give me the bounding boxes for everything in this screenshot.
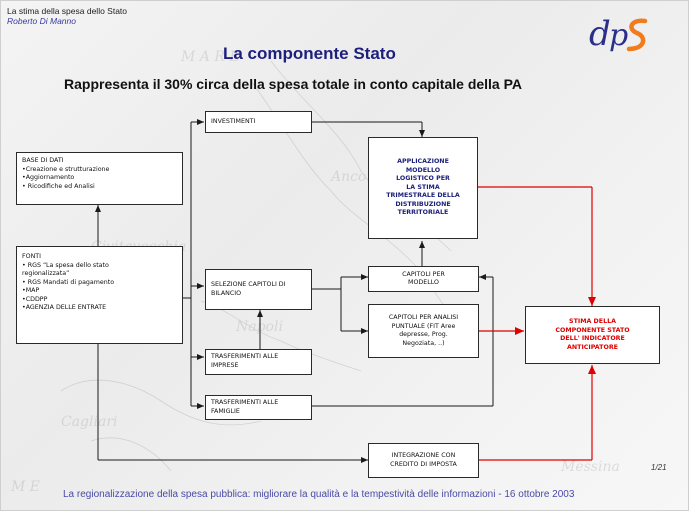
capitoli-modello-label: CAPITOLI PER (402, 270, 445, 278)
trasferimenti-imprese-label: IMPRESE (211, 361, 239, 369)
investimenti-label: INVESTIMENTI (211, 117, 256, 125)
fonti-item: •MAP (22, 287, 40, 294)
capitoli-modello-label: MODELLO (408, 279, 439, 286)
integrazione-credito-box: INTEGRAZIONE CON CREDITO DI IMPOSTA (368, 443, 479, 478)
fonti-item: • RGS Mandati di pagamento (22, 278, 115, 286)
integrazione-label: INTEGRAZIONE CON (391, 452, 456, 459)
svg-text:d: d (589, 15, 611, 54)
capitoli-per-modello-box: CAPITOLI PER MODELLO (368, 266, 479, 292)
svg-text:M A R E: M A R E (180, 49, 240, 65)
svg-text:p: p (609, 18, 628, 53)
page-number: 1/21 (651, 463, 667, 472)
fonti-title: FONTI (22, 253, 41, 260)
selezione-capitoli-box: SELEZIONE CAPITOLI DI BILANCIO (205, 269, 312, 310)
stima-label: COMPONENTE STATO (555, 326, 630, 334)
applicazione-label: APPLICAZIONE (397, 158, 449, 166)
selezione-capitoli-label: BILANCIO (211, 289, 242, 297)
applicazione-label: DISTRIBUZIONE (395, 200, 451, 208)
author-name: Roberto Di Manno (7, 16, 76, 26)
presentation-subtitle: La stima della spesa dello Stato (7, 6, 128, 16)
capitoli-analisi-label: Negoziata, ..) (402, 339, 445, 347)
base-di-dati-box: BASE DI DATI •Creazione e strutturazione… (16, 152, 183, 205)
capitoli-analisi-puntuale-box: CAPITOLI PER ANALISI PUNTUALE (FIT Aree … (368, 304, 479, 358)
capitoli-analisi-label: CAPITOLI PER ANALISI (388, 314, 459, 321)
svg-text:Napoli: Napoli (235, 319, 283, 335)
trasferimenti-famiglie-box: TRASFERIMENTI ALLE FAMIGLIE (205, 395, 312, 420)
investimenti-box: INVESTIMENTI (205, 111, 312, 133)
capitoli-analisi-label: PUNTUALE (FIT Aree (391, 322, 456, 330)
svg-text:Cagliari: Cagliari (61, 414, 118, 430)
footer-text: La regionalizzazione della spesa pubblic… (63, 489, 575, 500)
capitoli-analisi-label: depresse, Prog. (399, 331, 448, 338)
fonti-box: FONTI • RGS “La spesa dello stato region… (16, 246, 183, 344)
stima-componente-stato-box: STIMA DELLA COMPONENTE STATO DELL' INDIC… (525, 306, 660, 364)
base-di-dati-item: •Aggiornamento (22, 174, 75, 181)
base-di-dati-item: •Creazione e strutturazione (22, 165, 110, 173)
applicazione-label: MODELLO (405, 166, 441, 174)
selezione-capitoli-label: SELEZIONE CAPITOLI DI (211, 281, 286, 288)
fonti-item: regionalizzata” (22, 270, 70, 277)
svg-text:Messina: Messina (560, 459, 620, 475)
stima-label: ANTICIPATORE (567, 343, 618, 351)
applicazione-label: LA STIMA (406, 183, 440, 191)
integrazione-label: CREDITO DI IMPOSTA (390, 460, 457, 468)
base-di-dati-item: • Ricodifiche ed Analisi (22, 182, 95, 190)
page-title: La componente Stato (223, 44, 396, 63)
applicazione-label: TRIMESTRALE DELLA (386, 192, 460, 200)
headline: Rappresenta il 30% circa della spesa tot… (64, 76, 523, 92)
svg-text:M E: M E (10, 479, 40, 495)
applicazione-label: LOGISTICO PER (396, 175, 450, 183)
trasferimenti-imprese-box: TRASFERIMENTI ALLE IMPRESE (205, 349, 312, 375)
dps-logo: d p (587, 14, 657, 55)
trasferimenti-famiglie-label: FAMIGLIE (211, 407, 240, 415)
stima-label: DELL' INDICATORE (560, 335, 625, 342)
base-di-dati-title: BASE DI DATI (22, 157, 64, 164)
applicazione-modello-box: APPLICAZIONE MODELLO LOGISTICO PER LA ST… (368, 137, 478, 239)
fonti-item: •AGENZIA DELLE ENTRATE (22, 304, 107, 311)
applicazione-label: TERRITORIALE (397, 209, 449, 217)
trasferimenti-famiglie-label: TRASFERIMENTI ALLE (211, 399, 279, 406)
trasferimenti-imprese-label: TRASFERIMENTI ALLE (211, 353, 279, 360)
fonti-item: •CDDPP (22, 295, 48, 303)
fonti-item: • RGS “La spesa dello stato (22, 261, 109, 269)
stima-label: STIMA DELLA (569, 318, 616, 325)
